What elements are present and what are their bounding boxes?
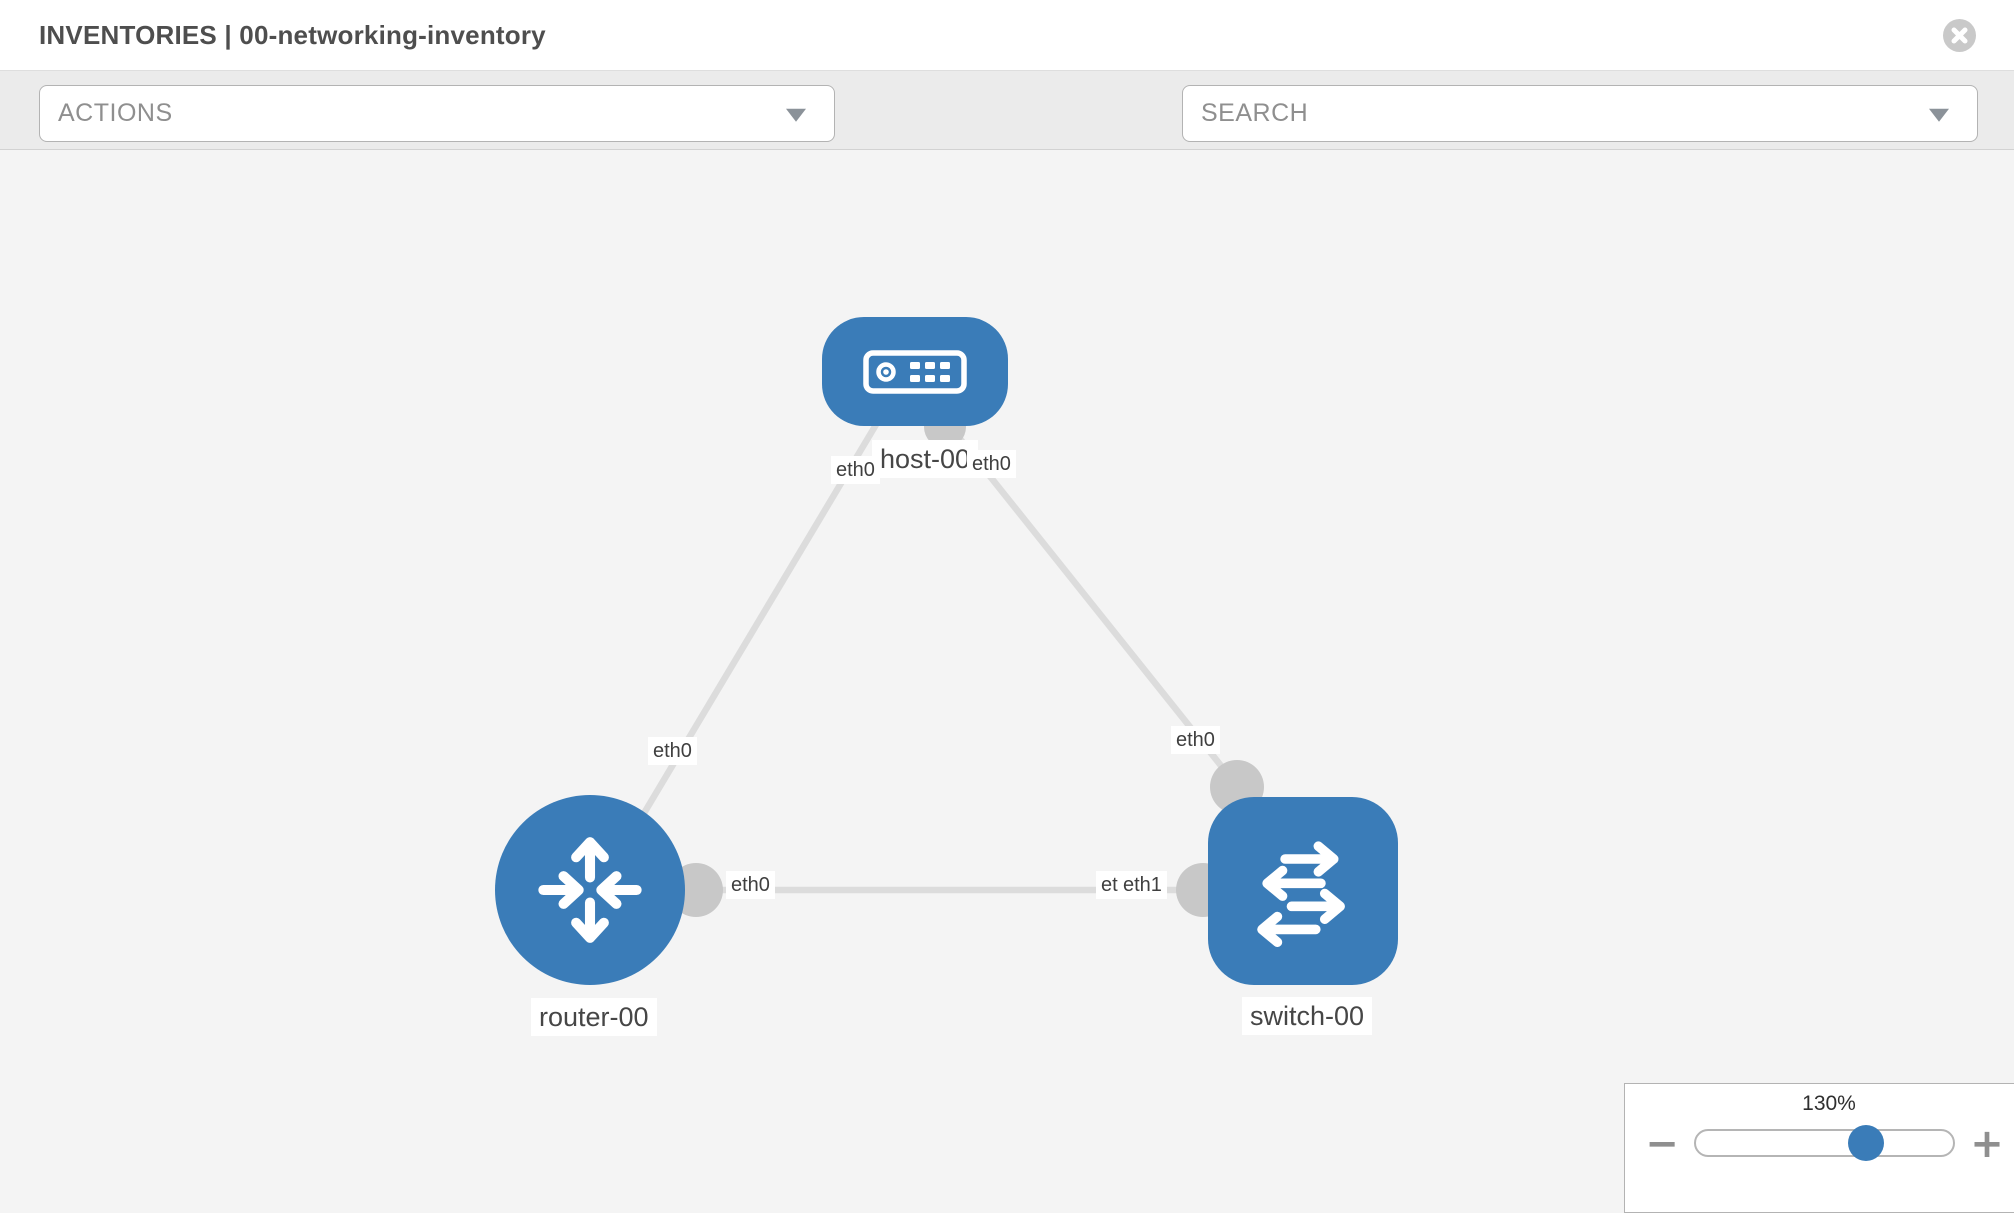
link-host-switch [942,417,1241,790]
zoom-slider[interactable] [1694,1125,1955,1161]
interface-label-router-to-switch: eth0 [726,871,775,899]
actions-dropdown[interactable]: ACTIONS [39,85,835,142]
actions-dropdown-label: ACTIONS [58,99,173,127]
interface-label-host-to-router: eth0 [831,456,880,484]
page-title: INVENTORIES | 00-networking-inventory [39,19,546,50]
switch-icon [1257,841,1345,947]
close-button[interactable] [1943,19,1976,52]
modal-header: INVENTORIES | 00-networking-inventory [0,0,2014,71]
chevron-down-icon [1929,108,1949,122]
topology-canvas[interactable]: host-00 router-00 switch-00 eth0 eth0 et… [0,150,2014,1200]
host-icon [863,349,967,394]
search-dropdown-label: SEARCH [1201,99,1309,127]
close-icon [1951,27,1968,44]
node-label-router: router-00 [531,998,657,1037]
zoom-panel: 130% − + [1624,1083,2014,1213]
zoom-level-label: 130% [1802,1092,1856,1115]
zoom-out-button[interactable]: − [1645,1121,1679,1167]
node-host-00[interactable] [822,317,1008,426]
interface-label-switch-to-router: eth1 [1118,871,1167,899]
toolbar: ACTIONS SEARCH [0,71,2014,199]
node-label-switch: switch-00 [1242,997,1373,1036]
search-dropdown[interactable]: SEARCH [1182,85,1978,142]
link-host-router [625,416,883,842]
topology-links-layer [625,406,1264,917]
node-switch-00[interactable] [1208,797,1398,985]
zoom-slider-thumb[interactable] [1848,1125,1884,1161]
node-label-host: host-00 [872,440,979,479]
chevron-down-icon [786,108,806,122]
node-router-00[interactable] [495,795,685,985]
zoom-in-button[interactable]: + [1970,1121,2004,1167]
interface-label-host-to-switch: eth0 [967,450,1016,478]
router-icon [538,837,642,943]
interface-label-switch-to-host: eth0 [1171,726,1220,754]
interface-label-router-to-host: eth0 [648,737,697,765]
